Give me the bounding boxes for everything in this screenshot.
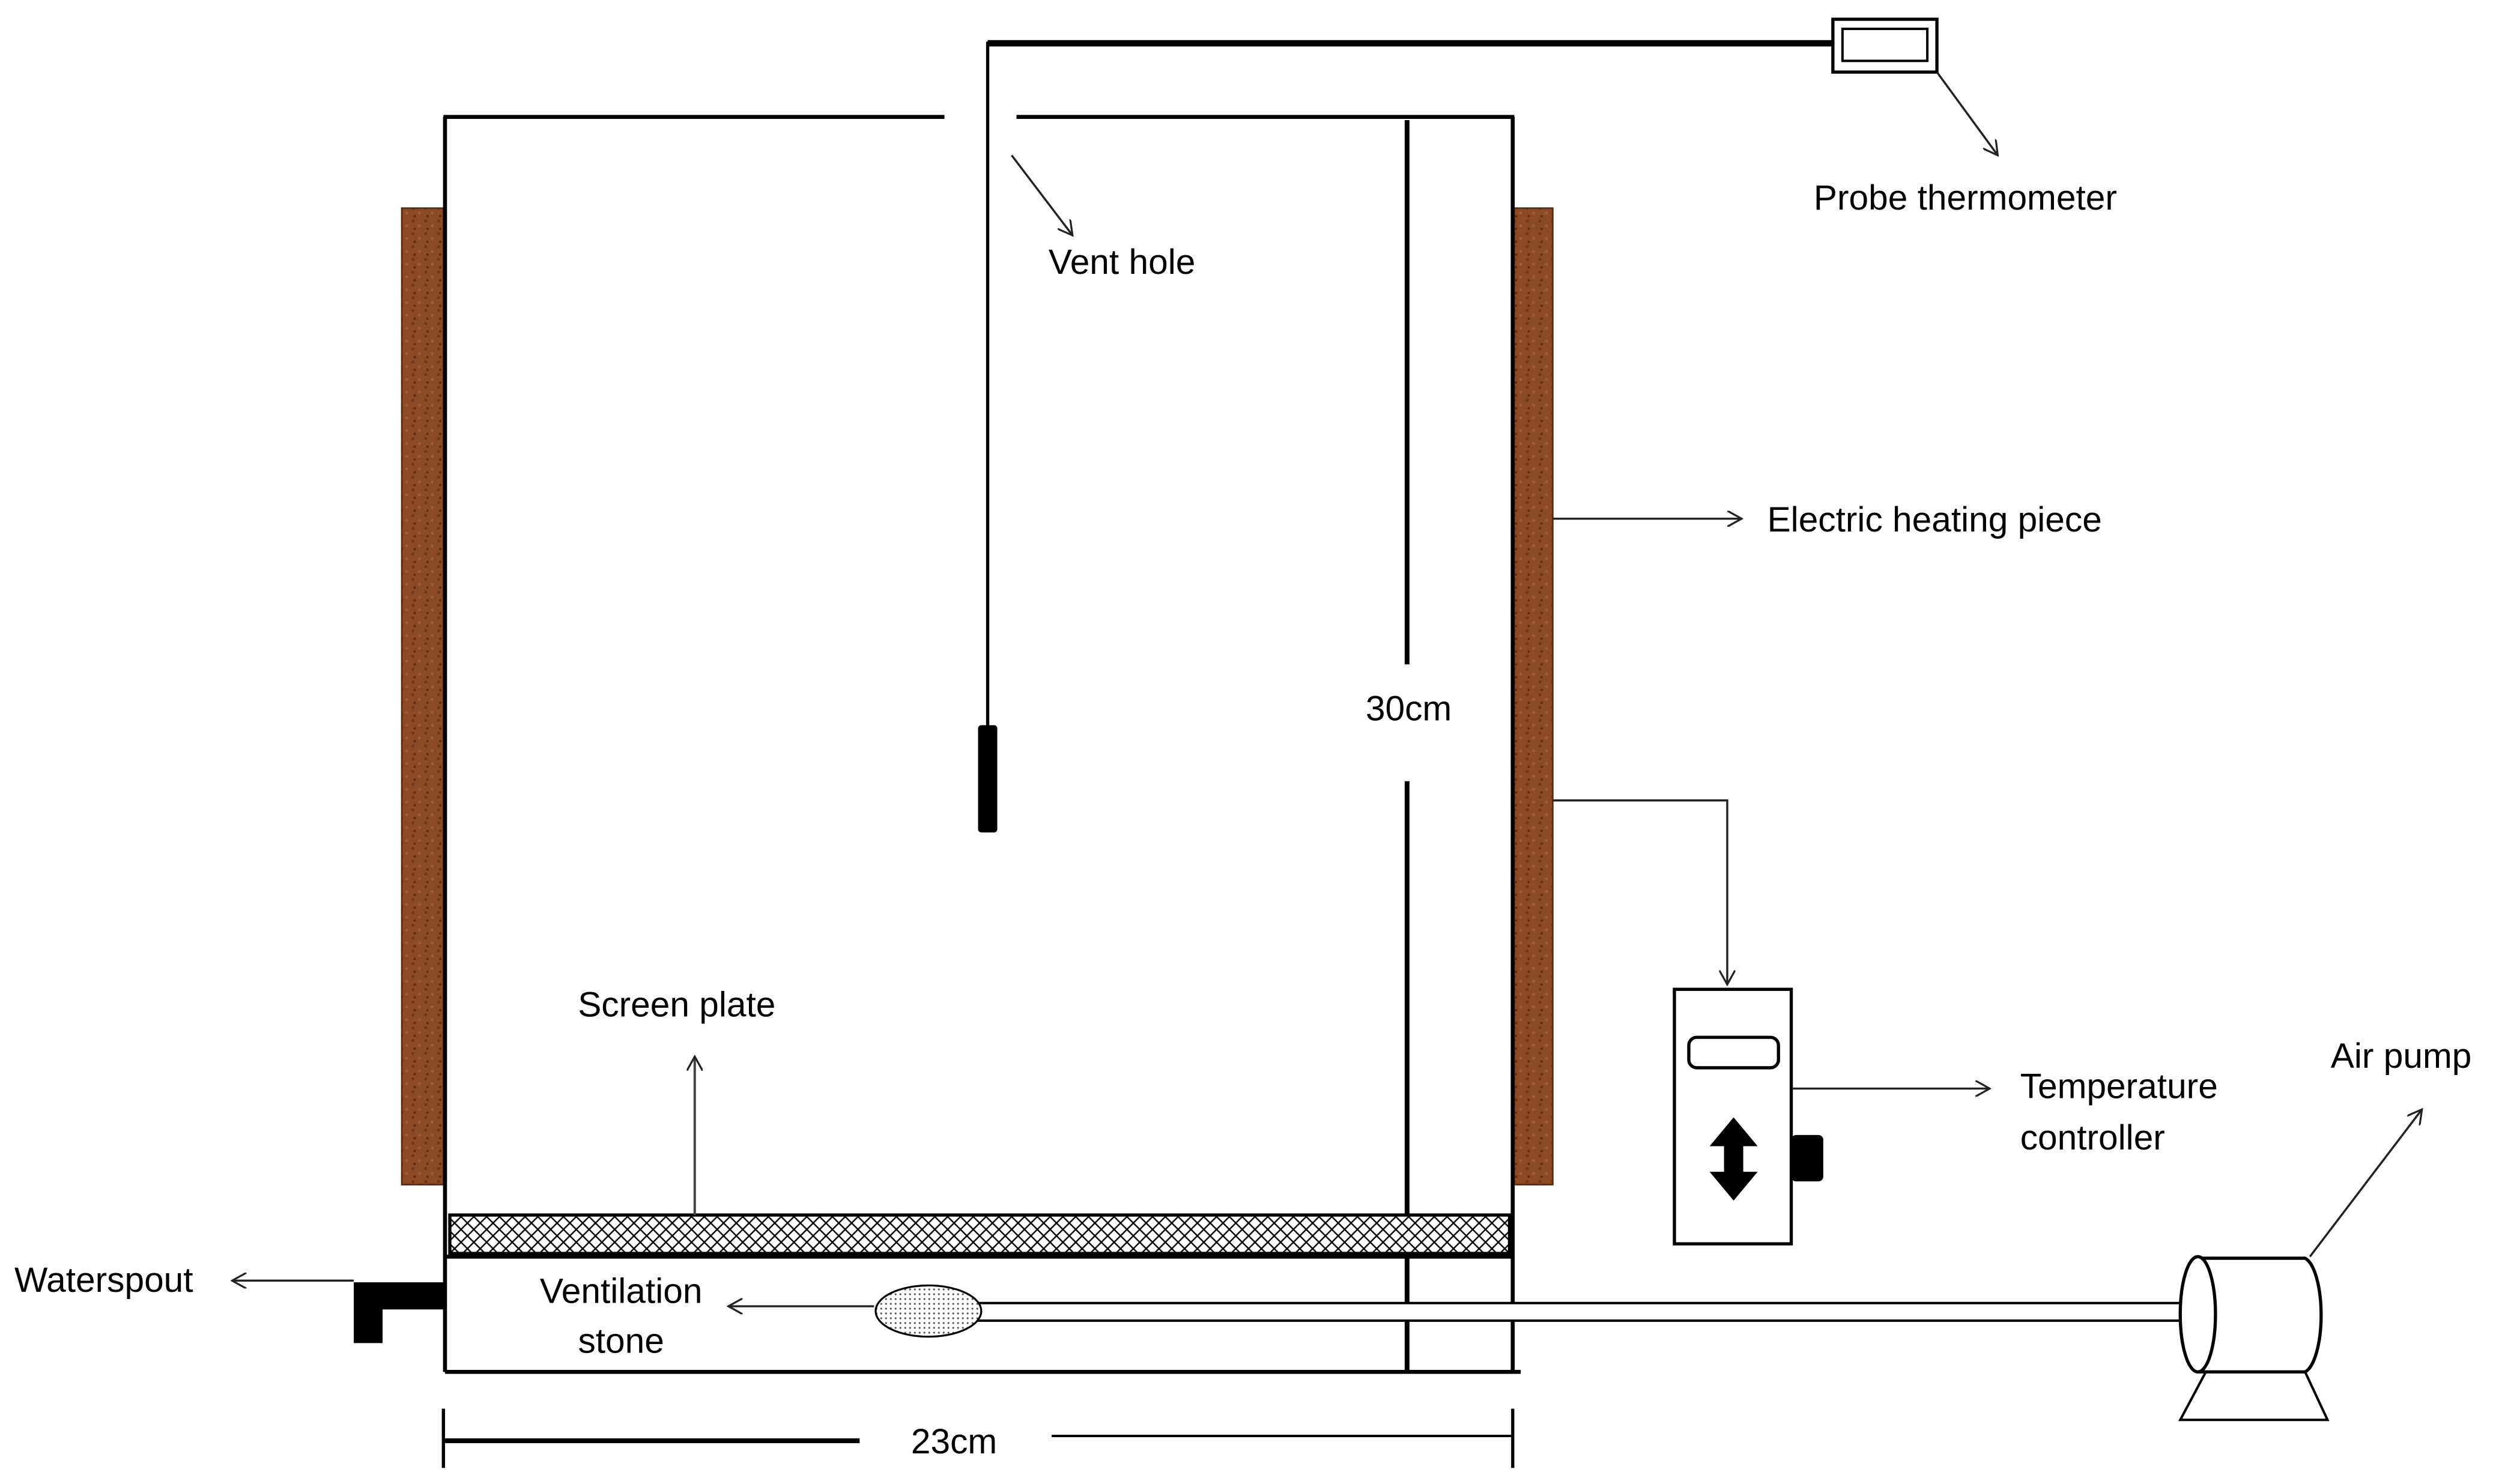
ventilation-stone-label-line2: stone bbox=[578, 1321, 664, 1360]
width-label: 23cm bbox=[911, 1422, 997, 1461]
air-pump-arrow bbox=[2309, 1109, 2422, 1258]
waterspout bbox=[354, 1282, 445, 1343]
vent-hole-label: Vent hole bbox=[1049, 243, 1196, 282]
width-dimension bbox=[441, 1408, 1515, 1468]
air-pump bbox=[2178, 1255, 2330, 1422]
probe-thermometer bbox=[978, 17, 1939, 833]
probe-thermometer-label: Probe thermometer bbox=[1814, 178, 2117, 217]
ventilation-stone-label-line1: Ventilation bbox=[540, 1272, 703, 1311]
temperature-controller-label-line2: controller bbox=[2020, 1118, 2165, 1157]
electric-heating-label: Electric heating piece bbox=[1767, 500, 2102, 539]
ventilation-stone bbox=[874, 1284, 983, 1338]
right-heating-piece bbox=[1512, 207, 1554, 1186]
waterspout-label: Waterspout bbox=[14, 1261, 193, 1300]
temperature-controller bbox=[1673, 987, 1823, 1246]
left-heating-piece bbox=[401, 207, 444, 1186]
screen-plate-label: Screen plate bbox=[578, 986, 775, 1025]
screen-plate bbox=[448, 1213, 1512, 1255]
height-label: 30cm bbox=[1366, 689, 1452, 728]
air-tube bbox=[975, 1301, 2185, 1322]
temperature-controller-label-line1: Temperature bbox=[2020, 1067, 2218, 1106]
vent-hole-arrow bbox=[1011, 154, 1073, 235]
controller-wire bbox=[1552, 799, 1727, 985]
probe-thermometer-arrow bbox=[1936, 71, 1998, 156]
reactor-vessel bbox=[443, 115, 1521, 1374]
air-pump-label: Air pump bbox=[2331, 1037, 2472, 1076]
